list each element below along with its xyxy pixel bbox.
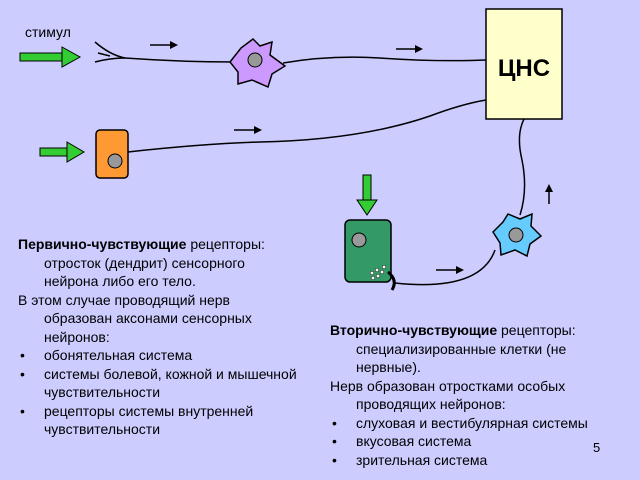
- list-item: рецепторы системы внутренней чувствитель…: [18, 402, 298, 439]
- signal-direction-arrows: [150, 41, 553, 274]
- list-item: зрительная система: [330, 451, 630, 470]
- primary-receptors-definition: Первично-чувствующие рецепторы: отросток…: [18, 235, 298, 291]
- secondary-receptors-text: Вторично-чувствующие рецепторы: специали…: [330, 321, 630, 469]
- list-item: системы болевой, кожной и мышечной чувст…: [18, 365, 298, 402]
- page-number: 5: [593, 440, 601, 455]
- stimulus-arrow-1: [19, 46, 82, 68]
- stimulus-arrow-3: [356, 174, 378, 216]
- secondary-systems-list: слуховая и вестибулярная системы вкусова…: [330, 414, 630, 470]
- stimulus-label: стимул: [25, 24, 71, 40]
- primary-systems-list: обонятельная система системы болевой, ко…: [18, 346, 298, 439]
- primary-nerve-text: В этом случае проводящий нерв образован …: [18, 291, 252, 345]
- conductive-neuron-dendrite: [394, 249, 496, 286]
- conductive-neuron: [492, 212, 543, 258]
- dendrite-endings: [94, 41, 237, 63]
- list-item: обонятельная система: [18, 346, 298, 365]
- list-item: вкусовая система: [330, 432, 630, 451]
- green-receptor: [344, 219, 396, 291]
- sensory-neuron: [229, 38, 287, 89]
- cns-box: [485, 8, 563, 120]
- primary-receptors-text: Первично-чувствующие рецепторы: отросток…: [18, 235, 298, 439]
- conductive-neuron-axon: [518, 118, 526, 216]
- orange-receptor: [95, 129, 129, 179]
- axon-2: [127, 99, 487, 153]
- secondary-receptors-description: рецепторы: специализированные клетки (не…: [356, 322, 576, 375]
- primary-receptors-description: рецепторы: отросток (дендрит) сенсорного…: [44, 236, 265, 289]
- secondary-receptors-heading: Вторично-чувствующие: [330, 322, 498, 338]
- stimulus-arrow-2: [39, 141, 85, 163]
- secondary-nerve-text: Нерв образован отростками особых проводя…: [330, 377, 566, 413]
- cns-label: ЦНС: [498, 55, 550, 82]
- list-item: слуховая и вестибулярная системы: [330, 414, 630, 433]
- axon-1: [282, 56, 487, 64]
- primary-receptors-heading: Первично-чувствующие: [18, 236, 187, 252]
- secondary-receptors-definition: Вторично-чувствующие рецепторы: специали…: [330, 321, 630, 377]
